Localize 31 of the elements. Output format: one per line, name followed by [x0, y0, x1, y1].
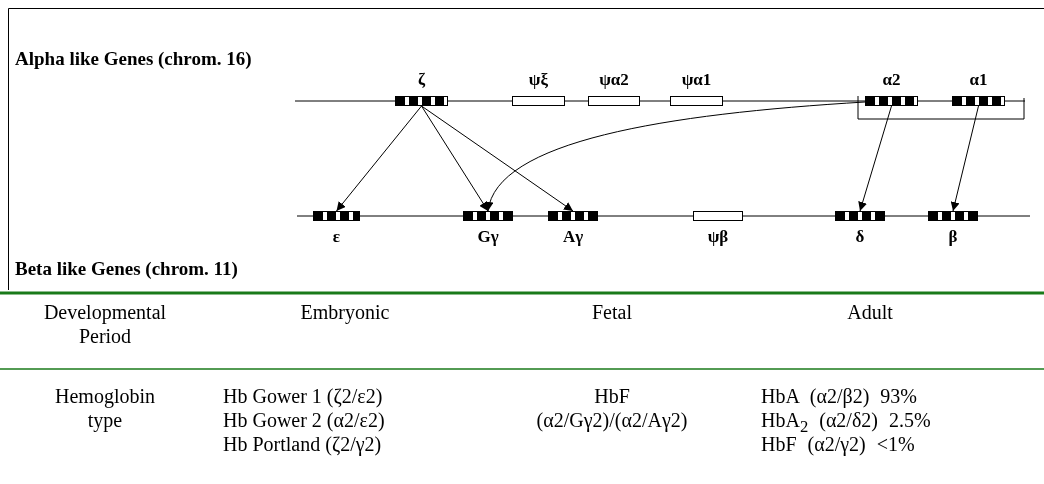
hemoglobin-entry: Hb Portland (ζ2/γ2) [223, 432, 382, 456]
arrow [421, 105, 489, 212]
gene-label: ε [332, 227, 341, 247]
column-header: Adult [847, 300, 893, 324]
row-header: Hemoglobin type [54, 384, 156, 432]
hemoglobin-entry: HbF [594, 384, 630, 408]
arrow [858, 105, 892, 212]
arrow [950, 105, 979, 212]
gene-label: Gγ [477, 227, 499, 247]
hemoglobin-entry: Hb Gower 2 (α2/ε2) [223, 408, 385, 432]
gene-label: δ [855, 227, 865, 247]
arrow [336, 105, 422, 212]
gene-label: ψα1 [681, 70, 712, 90]
chromosome-title: Alpha like Genes (chrom. 16) [15, 48, 252, 70]
gene-label: α1 [969, 70, 988, 90]
gene-label: ψβ [707, 227, 729, 247]
gene-label: ψξ [528, 70, 549, 90]
gene-label: ψα2 [599, 70, 629, 90]
arrow [421, 105, 574, 212]
gene-label: β [948, 227, 958, 247]
gene-label: ζ [418, 70, 425, 90]
chromosome-title: Beta like Genes (chrom. 11) [15, 258, 238, 280]
hemoglobin-entry: HbA (α2/β2) 93% [761, 384, 917, 408]
gene-label: α2 [882, 70, 901, 90]
gene-label: Aγ [562, 227, 584, 247]
row-header: Developmental Period [42, 300, 168, 348]
hemoglobin-entry: (α2/Gγ2)/(α2/Aγ2) [536, 408, 688, 432]
column-header: Embryonic [300, 300, 390, 324]
column-header: Fetal [592, 300, 632, 324]
arrow [486, 101, 866, 212]
hemoglobin-entry: Hb Gower 1 (ζ2/ε2) [223, 384, 383, 408]
